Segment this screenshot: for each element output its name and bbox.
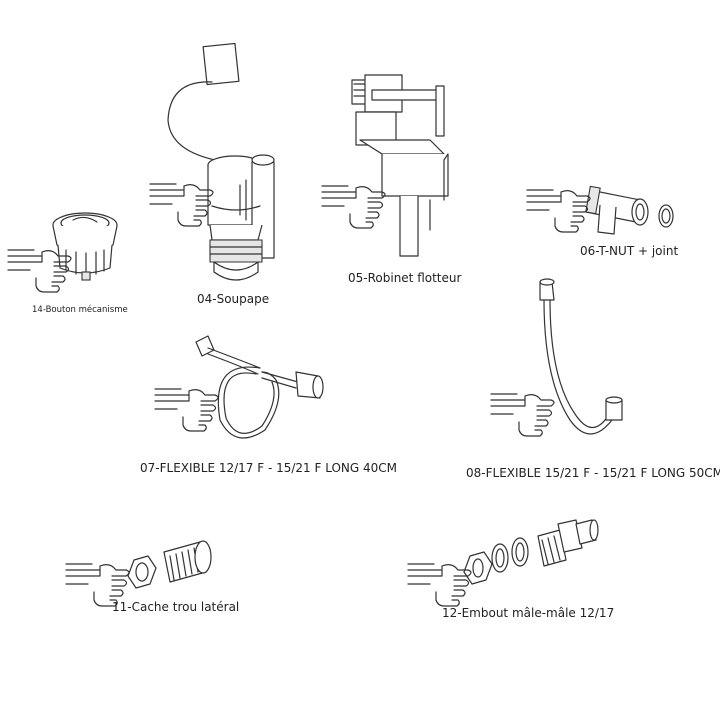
- part-label-06: 06-T-NUT + joint: [580, 244, 679, 258]
- pointing-hand-icon: [526, 189, 591, 233]
- pointing-hand-icon: [149, 183, 214, 227]
- male-male-fitting-part: [463, 519, 599, 585]
- part-label-14: 14-Bouton mécanisme: [32, 305, 128, 315]
- pointing-hand-icon: [154, 388, 219, 432]
- part-label-12: 12-Embout mâle-mâle 12/17: [442, 606, 615, 620]
- pointing-hand-icon: [321, 185, 386, 229]
- push-button-part: [52, 212, 118, 281]
- pointing-hand-icon: [7, 249, 72, 293]
- pointing-hand-icon: [490, 393, 555, 437]
- pointing-hand-icon: [407, 563, 472, 607]
- part-label-08: 08-FLEXIBLE 15/21 F - 15/21 F LONG 50CM: [466, 466, 720, 480]
- part-label-05: 05-Robinet flotteur: [348, 271, 462, 285]
- float-valve-part: [351, 74, 449, 257]
- part-label-11: 11-Cache trou latéral: [112, 600, 240, 614]
- part-label-04: 04-Soupape: [197, 292, 270, 306]
- flush-valve-part: [167, 42, 275, 281]
- part-label-07: 07-FLEXIBLE 12/17 F - 15/21 F LONG 40CM: [140, 461, 398, 475]
- flexible-hose-40cm-part: [195, 335, 324, 439]
- t-nut-part: [585, 185, 674, 235]
- side-hole-cover-part: [127, 540, 212, 589]
- flexible-hose-50cm-part: [539, 278, 623, 435]
